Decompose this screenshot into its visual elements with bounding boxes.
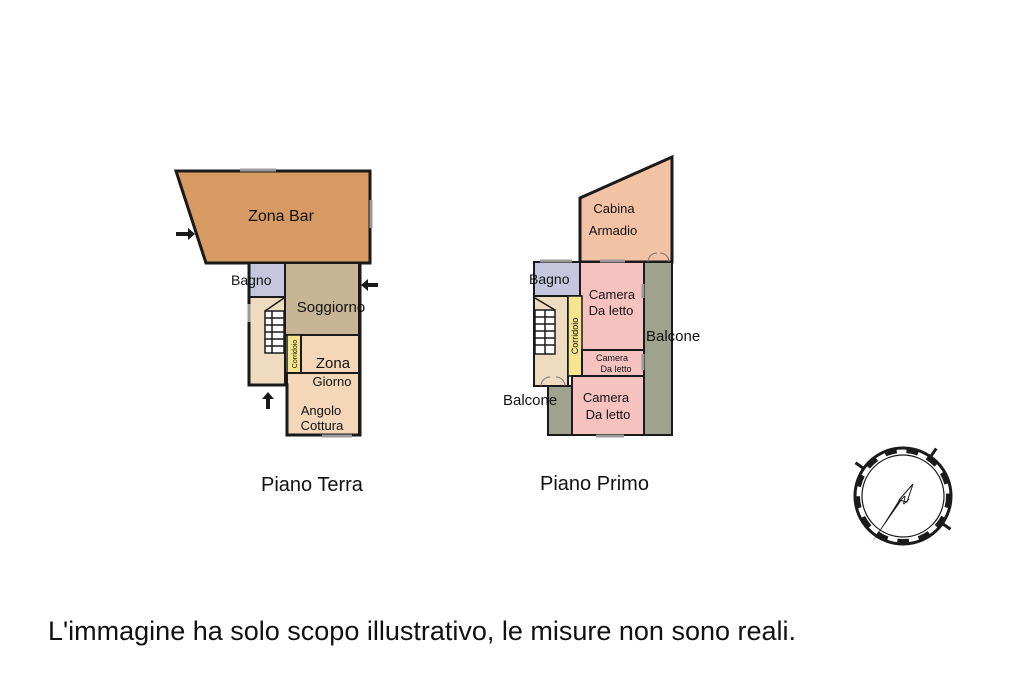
window-marks [540,259,645,438]
label-camera-b-2: Da letto [600,364,631,374]
label-camera-a-2: Da letto [589,303,634,318]
label-angolo-cottura-1: Angolo [301,403,341,418]
window-marks [240,168,373,438]
label-corridoio: Corridoio [292,340,299,369]
label-zona-bar: Zona Bar [248,208,314,225]
label-angolo-cottura-2: Cottura [301,418,344,433]
label-balcone-left: Balcone [503,392,557,409]
door-icon [540,252,670,387]
label-bagno: Bagno [231,272,272,288]
room-camera-c [571,375,645,436]
label-zona-giorno-2: Giorno [312,374,351,389]
entrance-arrow-icon [176,228,195,240]
label-balcone-right: Balcone [646,328,700,345]
room-balcone-right [643,261,673,436]
label-camera-c-1: Camera [583,390,630,405]
staircase-icon [534,297,556,355]
entrance-arrow-icon [361,279,378,291]
label-corridoio: Corridoio [570,318,580,355]
disclaimer-text: L'immagine ha solo scopo illustrativo, l… [48,616,797,646]
compass-rose-icon: N [853,446,953,546]
room-bagno [533,261,581,297]
room-balcone-left [547,385,573,436]
ground-floor-plan: Zona Bar Bagno Soggiorno Corridoio Zona … [173,168,378,438]
label-cabina-2: Armadio [589,223,637,238]
first-floor-plan: Cabina Armadio Bagno Camera Da letto Cor… [503,154,700,438]
entrance-arrow-icon [262,392,274,409]
label-bagno: Bagno [529,271,570,287]
staircase-icon [264,297,285,354]
outer-wall [247,263,362,437]
label-soggiorno: Soggiorno [297,299,365,316]
caption-piano-primo: Piano Primo [540,473,649,495]
label-camera-c-2: Da letto [586,407,631,422]
label-camera-b-1: Camera [596,353,628,363]
label-cabina-1: Cabina [593,201,635,216]
label-zona-giorno-1: Zona [316,355,351,372]
label-camera-a-1: Camera [589,287,636,302]
caption-piano-terra: Piano Terra [261,474,363,496]
room-zona-bar [173,169,372,265]
